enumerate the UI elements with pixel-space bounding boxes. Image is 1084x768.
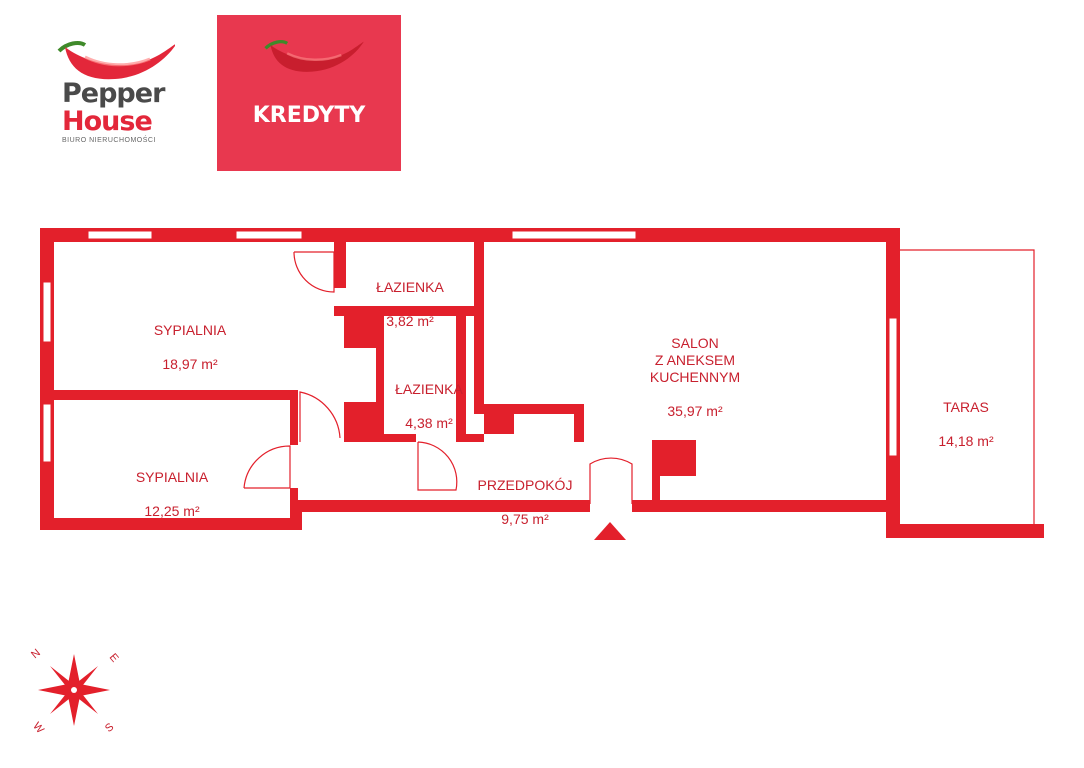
terrace-outline xyxy=(900,249,1035,526)
room-area: 3,82 m² xyxy=(386,313,434,329)
room-area: 35,97 m² xyxy=(667,403,723,419)
kredyty-badge[interactable]: KREDYTY xyxy=(217,15,401,171)
room-area: 12,25 m² xyxy=(144,503,200,519)
room-name: SALON Z ANEKSEM KUCHENNYM xyxy=(649,335,741,385)
compass-rose-icon xyxy=(38,654,110,726)
logo-tagline: BIURO NIERUCHOMOŚCI xyxy=(62,137,156,144)
room-area: 18,97 m² xyxy=(162,356,218,372)
entrance-arrow-icon xyxy=(594,522,626,540)
chili-pepper-icon xyxy=(57,41,175,80)
room-bedroom2: SYPIALNIA 12,25 m² xyxy=(102,452,242,537)
room-area: 14,18 m² xyxy=(938,433,994,449)
room-name: PRZEDPOKÓJ xyxy=(477,477,573,493)
room-living: SALON Z ANEKSEM KUCHENNYM 35,97 m² xyxy=(610,318,780,437)
room-name: TARAS xyxy=(943,399,989,415)
room-name: SYPIALNIA xyxy=(135,469,209,485)
room-bedroom1: SYPIALNIA 18,97 m² xyxy=(120,305,260,390)
chili-pepper-icon xyxy=(264,40,364,72)
logo-name-line2: House xyxy=(62,106,153,137)
kredyty-label: KREDYTY xyxy=(252,103,366,128)
room-area: 4,38 m² xyxy=(405,415,453,431)
room-name: ŁAZIENKA xyxy=(395,381,463,397)
room-bathroom1: ŁAZIENKA 3,82 m² xyxy=(346,262,474,347)
room-area: 9,75 m² xyxy=(501,511,549,527)
windows xyxy=(42,230,898,463)
pepper-house-logo: Pepper House BIURO NIERUCHOMOŚCI xyxy=(40,30,180,160)
room-name: SYPIALNIA xyxy=(153,322,227,338)
logo-name-line1: Pepper xyxy=(62,78,165,109)
room-terrace: TARAS 14,18 m² xyxy=(906,382,1026,467)
door-swings xyxy=(243,251,633,504)
room-name: ŁAZIENKA xyxy=(376,279,444,295)
room-hall: PRZEDPOKÓJ 9,75 m² xyxy=(460,460,590,545)
room-bathroom2: ŁAZIENKA 4,38 m² xyxy=(384,364,474,449)
